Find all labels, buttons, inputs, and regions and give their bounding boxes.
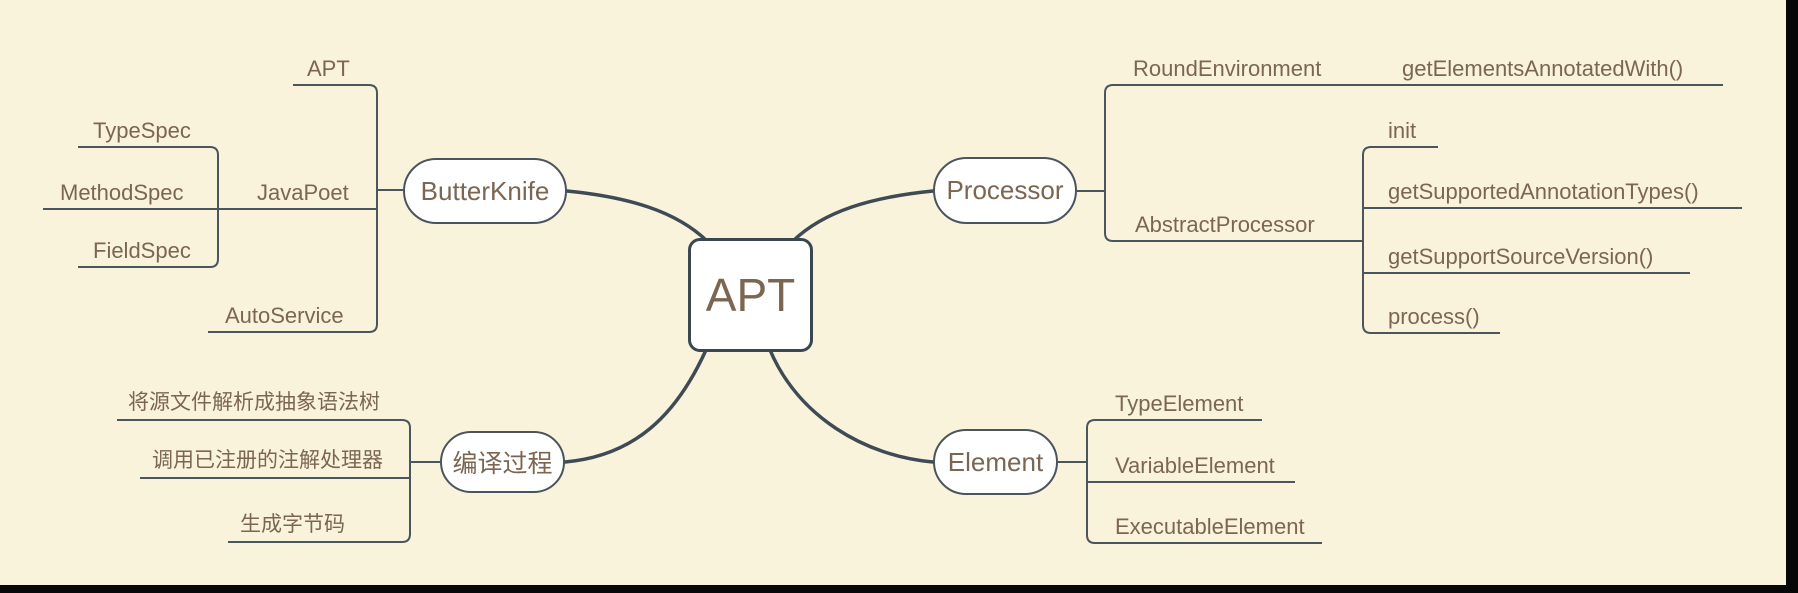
topic-getsupportedannotationtypes[interactable]: getSupportedAnnotationTypes() [1388, 179, 1699, 204]
topic-getsupportsourceversion[interactable]: getSupportSourceVersion() [1388, 244, 1654, 269]
curve-center-to-processor [791, 189, 935, 243]
curve-center-to-element [768, 348, 935, 464]
topic-javapoet[interactable]: JavaPoet [257, 180, 349, 205]
topic-parse-source-to-ast[interactable]: 将源文件解析成抽象语法树 [128, 391, 380, 414]
topic-apt[interactable]: APT [307, 56, 350, 81]
center-branch-curves [563, 189, 935, 464]
topic-methodspec[interactable]: MethodSpec [60, 180, 184, 205]
line-javapoet-children-spine [78, 146, 219, 268]
line-abstractprocessor-children-spine [1362, 146, 1500, 334]
topic-getelementsannotatedwith[interactable]: getElementsAnnotatedWith() [1402, 56, 1684, 81]
topic-apt-center[interactable]: APT [688, 238, 813, 352]
topic-init[interactable]: init [1388, 118, 1417, 143]
topic-invoke-registered-processors[interactable]: 调用已注册的注解处理器 [152, 449, 383, 472]
topic-executableelement[interactable]: ExecutableElement [1115, 514, 1305, 539]
screen-edge-right [1786, 0, 1798, 593]
screen-edge-bottom [0, 585, 1798, 593]
line-processor-children-spine [1104, 84, 1723, 242]
curve-center-to-butterknife [565, 189, 709, 243]
topic-generate-bytecode[interactable]: 生成字节码 [240, 513, 345, 536]
topic-butterknife[interactable]: ButterKnife [403, 158, 567, 224]
branch-elbow-lines [43, 84, 1742, 544]
topic-autoservice[interactable]: AutoService [225, 303, 344, 328]
topic-processor[interactable]: Processor [933, 157, 1077, 224]
topic-element[interactable]: Element [933, 429, 1058, 495]
topic-compile-process[interactable]: 编译过程 [440, 431, 565, 493]
topic-typespec[interactable]: TypeSpec [93, 118, 191, 143]
topic-roundenvironment[interactable]: RoundEnvironment [1133, 56, 1322, 81]
line-compile-children-spine [117, 419, 411, 543]
curve-center-to-compile-process [563, 348, 708, 464]
topic-variableelement[interactable]: VariableElement [1115, 453, 1275, 478]
topic-fieldspec[interactable]: FieldSpec [93, 238, 191, 263]
topic-typeelement[interactable]: TypeElement [1115, 391, 1244, 416]
topic-abstractprocessor[interactable]: AbstractProcessor [1135, 212, 1315, 237]
topic-process[interactable]: process() [1388, 304, 1480, 329]
